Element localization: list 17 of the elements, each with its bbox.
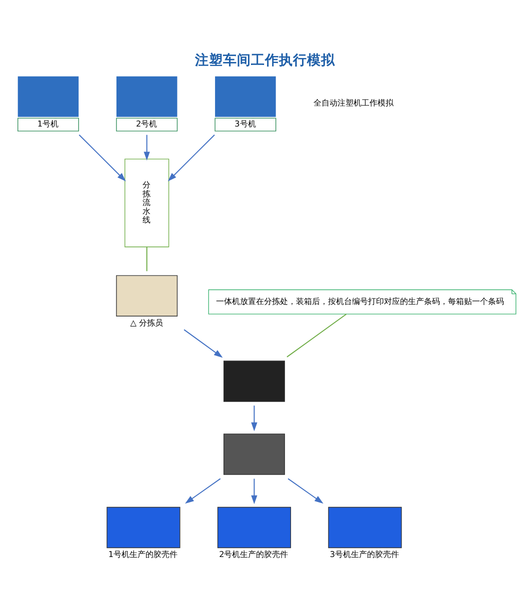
node-label: 2号机生产的胶壳件 <box>219 548 288 559</box>
diagram-title: 注塑车间工作执行模拟 <box>194 52 335 69</box>
node-label: 3号机生产的胶壳件 <box>330 548 400 559</box>
arrow <box>251 478 258 504</box>
node-box: 分拣流水线 <box>124 158 170 248</box>
arrow <box>168 134 215 182</box>
node-label: 1号机生产的胶壳件 <box>108 548 178 559</box>
connector <box>286 314 347 358</box>
arrow <box>184 329 223 358</box>
connector <box>146 247 148 272</box>
arrow <box>144 134 150 161</box>
label: 全自动注塑机工作模拟 <box>313 97 394 108</box>
arrow <box>288 478 324 504</box>
node-label: △ 分拣员 <box>130 317 164 328</box>
arrow <box>251 406 258 432</box>
arrow <box>78 134 126 182</box>
arrow <box>185 478 221 504</box>
